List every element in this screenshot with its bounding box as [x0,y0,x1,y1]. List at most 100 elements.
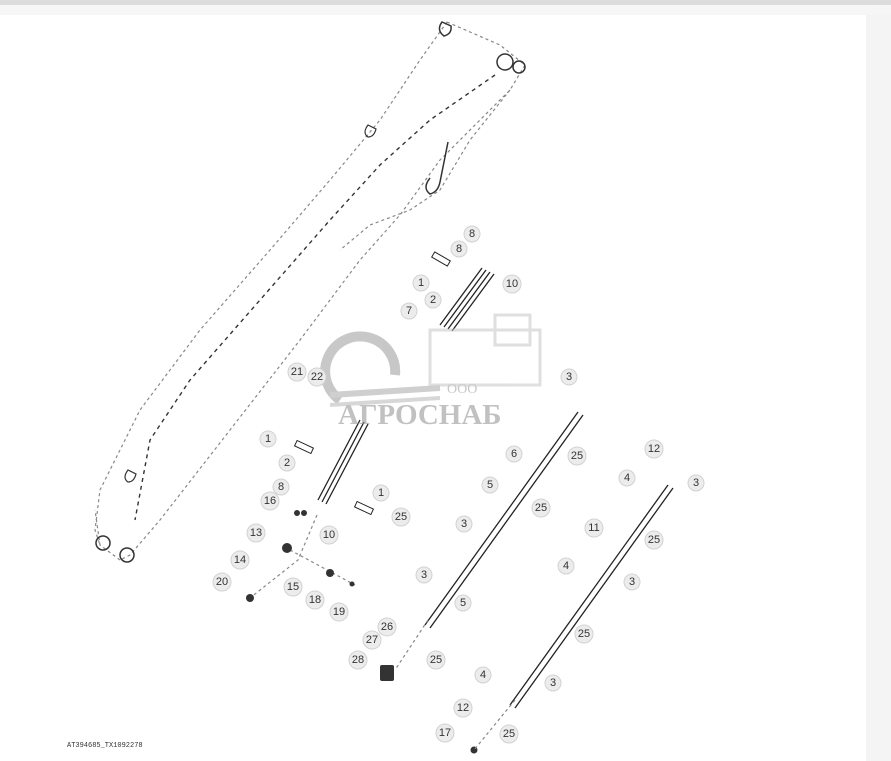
callout-number: 25 [503,728,515,740]
callout-bubble [644,530,664,550]
callout-bubble [391,507,411,527]
callout-bubble [230,550,250,570]
callout-number: 7 [406,305,412,317]
fittings [246,510,516,754]
callout-number: 12 [457,702,469,714]
callout-number: 8 [469,228,475,240]
callout-bubble [426,650,446,670]
callout-2: 2 [424,291,442,309]
callout-bubble [283,577,303,597]
callout-1: 1 [372,484,390,502]
figure-code: AT394685_TX1092278 [67,742,143,750]
callout-bubble [307,367,327,387]
callout-number: 25 [571,450,583,462]
callout-number: 16 [264,495,276,507]
callout-bubble [377,617,397,637]
callout-16: 16 [260,491,280,511]
callout-number: 25 [430,654,442,666]
callout-number: 13 [250,527,262,539]
callout-25: 25 [574,624,594,644]
callout-3: 3 [560,368,578,386]
callout-number: 8 [456,243,462,255]
callout-bubble [499,724,519,744]
callout-bubble [502,274,522,294]
callout-10: 10 [319,525,339,545]
callout-3: 3 [687,474,705,492]
callout-number: 10 [506,278,518,290]
callout-10: 10 [502,274,522,294]
callout-3: 3 [623,573,641,591]
callout-4: 4 [618,469,636,487]
callout-number: 3 [421,569,427,581]
callout-bubble [644,439,664,459]
callout-1: 1 [259,430,277,448]
callout-6: 6 [505,445,523,463]
callout-5: 5 [454,594,472,612]
callout-bubble [400,302,418,320]
callout-3: 3 [544,674,562,692]
callout-bubble [505,445,523,463]
boom-outline [94,21,526,563]
callout-bubble [260,491,280,511]
callout-number: 8 [278,481,284,493]
callout-bubble [474,666,492,684]
callout-11: 11 [584,518,604,538]
watermark-name: АГРОСНАБ [338,399,501,431]
callout-1: 1 [412,274,430,292]
callout-bubble [415,566,433,584]
callout-bubble [362,630,382,650]
callout-17: 17 [435,723,455,743]
callout-18: 18 [305,590,325,610]
callout-bubble [453,698,473,718]
callout-bubble [454,594,472,612]
callout-25: 25 [567,446,587,466]
callout-3: 3 [415,566,433,584]
callout-bubble [348,650,368,670]
callout-number: 22 [311,371,323,383]
right-gutter [866,15,891,761]
callout-bubble [319,525,339,545]
callout-25: 25 [391,507,411,527]
callout-bubble [560,368,578,386]
callout-bubble [329,602,349,622]
callout-bubble [305,590,325,610]
callout-25: 25 [531,498,551,518]
callout-13: 13 [246,523,266,543]
callout-number: 4 [480,669,486,681]
callout-number: 6 [511,448,517,460]
callout-number: 14 [234,554,246,566]
callout-4: 4 [557,557,575,575]
callout-bubble [481,476,499,494]
callout-20: 20 [212,572,232,592]
top-bar [0,0,891,5]
callout-number: 3 [566,371,572,383]
hose-bundle-upper [431,251,495,332]
callout-bubble [412,274,430,292]
callout-number: 5 [487,479,493,491]
callout-bubble [463,225,481,243]
tube-11 [509,484,674,709]
callout-number: 25 [535,502,547,514]
callout-number: 17 [439,727,451,739]
top-band [0,5,891,15]
callout-number: 4 [624,472,630,484]
callout-number: 1 [265,433,271,445]
callout-number: 15 [287,581,299,593]
callout-bubble [618,469,636,487]
callout-number: 25 [395,511,407,523]
callout-number: 2 [430,294,436,306]
callout-number: 4 [563,560,569,572]
callout-bubble [272,478,290,496]
callout-bubble [372,484,390,502]
callout-25: 25 [644,530,664,550]
callout-number: 1 [378,487,384,499]
callout-25: 25 [426,650,446,670]
callout-19: 19 [329,602,349,622]
callout-8: 8 [272,478,290,496]
callout-8: 8 [450,240,468,258]
callout-number: 3 [550,677,556,689]
callout-number: 28 [352,654,364,666]
callout-bubble [544,674,562,692]
